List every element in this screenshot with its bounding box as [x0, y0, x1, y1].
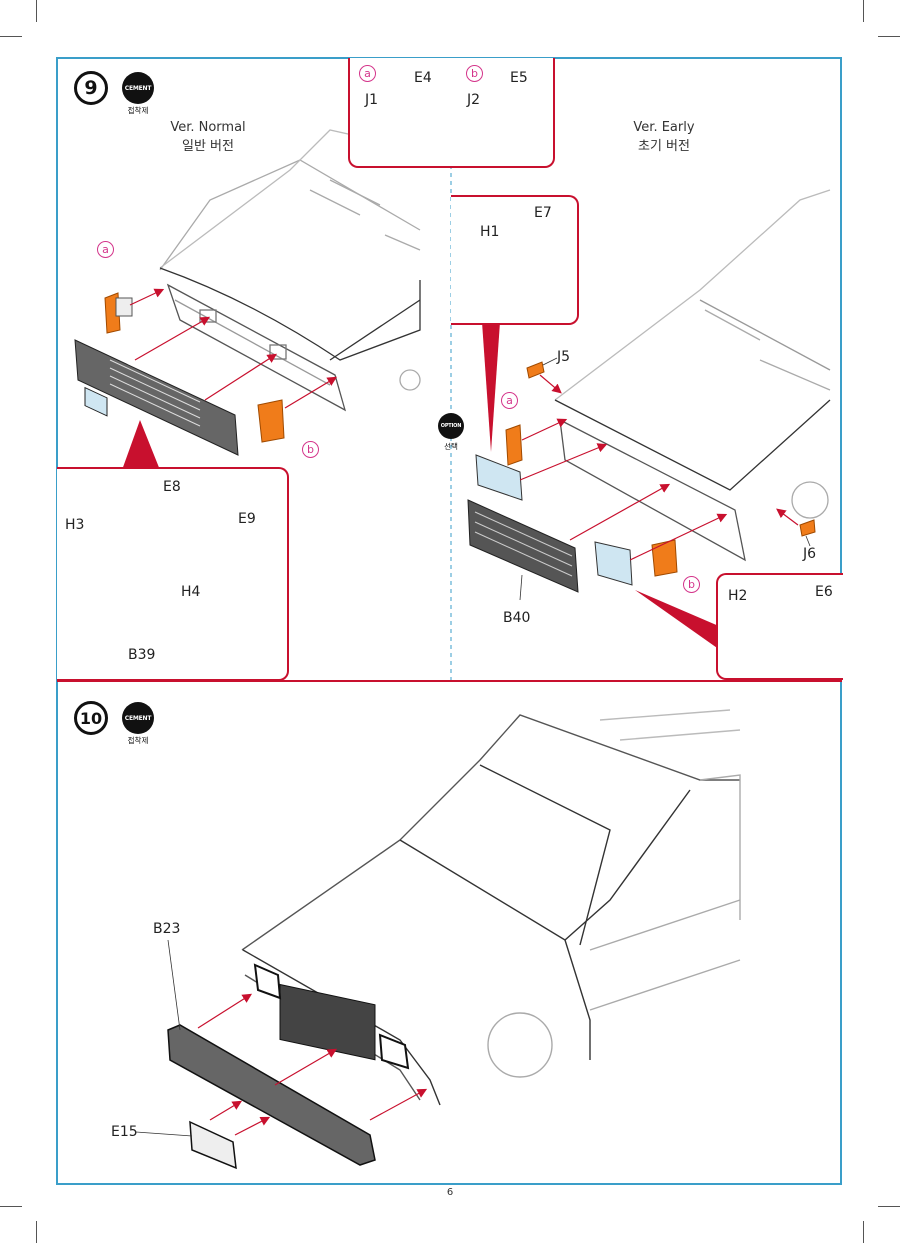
part-label-j2: J2 [467, 92, 481, 108]
part-label-e9: E9 [238, 511, 256, 527]
crop-mark [878, 36, 900, 37]
part-label-e4: E4 [414, 70, 432, 86]
step-number: 10 [74, 701, 108, 735]
callout-early-headlamp [451, 195, 579, 325]
grille-early [467, 499, 579, 593]
part-label-e6: E6 [815, 584, 833, 600]
car-front-normal [159, 129, 421, 412]
grille-step10 [279, 983, 376, 1061]
crop-mark [863, 1221, 864, 1243]
part-label-j1: J1 [365, 92, 379, 108]
version-normal-en: Ver. Normal [170, 120, 246, 135]
version-early-ko: 초기 버전 [638, 139, 690, 154]
crop-mark [863, 0, 864, 22]
crop-mark [36, 1221, 37, 1243]
part-label-e15: E15 [111, 1124, 138, 1140]
version-normal-ko: 일반 버전 [182, 139, 234, 154]
part-label-e8: E8 [163, 479, 181, 495]
version-early-title: Ver. Early 초기 버전 [614, 118, 714, 156]
page-number: 6 [446, 1187, 454, 1198]
plate-e15 [189, 1120, 237, 1170]
part-label-h3: H3 [65, 517, 85, 533]
cement-badge: CEMENT [122, 72, 154, 104]
part-label-b40: B40 [503, 610, 531, 626]
part-label-b23: B23 [153, 921, 181, 937]
mark-a: a [359, 65, 376, 82]
car-body-step10 [241, 709, 741, 1106]
part-label-h2: H2 [728, 588, 748, 604]
cement-label: 접착제 [127, 736, 149, 745]
version-early-en: Ver. Early [633, 120, 695, 135]
version-normal-title: Ver. Normal 일반 버전 [158, 118, 258, 156]
part-label-h1: H1 [480, 224, 500, 240]
bumper-b23 [167, 1024, 376, 1166]
crop-mark [0, 1206, 22, 1207]
part-label-h4: H4 [181, 584, 201, 600]
crop-mark [878, 1206, 900, 1207]
part-label-j5: J5 [557, 349, 571, 365]
part-label-j6: J6 [803, 546, 817, 562]
amber-lamp-b [257, 399, 285, 443]
crop-mark [0, 36, 22, 37]
cement-badge: CEMENT [122, 702, 154, 734]
cement-label: 접착제 [127, 106, 149, 115]
callout-normal-headlamp [57, 467, 289, 681]
step-number: 9 [74, 71, 108, 105]
mark-b: b [466, 65, 483, 82]
car-front-early [554, 189, 831, 562]
callout-early-lamp [716, 573, 843, 680]
mark-b: b [683, 576, 700, 593]
part-label-e5: E5 [510, 70, 528, 86]
part-label-b39: B39 [128, 647, 156, 663]
option-badge: OPTION [438, 413, 464, 439]
mark-a: a [501, 392, 518, 409]
callout-lamp-detail [348, 58, 555, 168]
mark-a: a [97, 241, 114, 258]
mark-b: b [302, 441, 319, 458]
part-label-e7: E7 [534, 205, 552, 221]
option-label: 선택 [444, 442, 458, 451]
crop-mark [36, 0, 37, 22]
